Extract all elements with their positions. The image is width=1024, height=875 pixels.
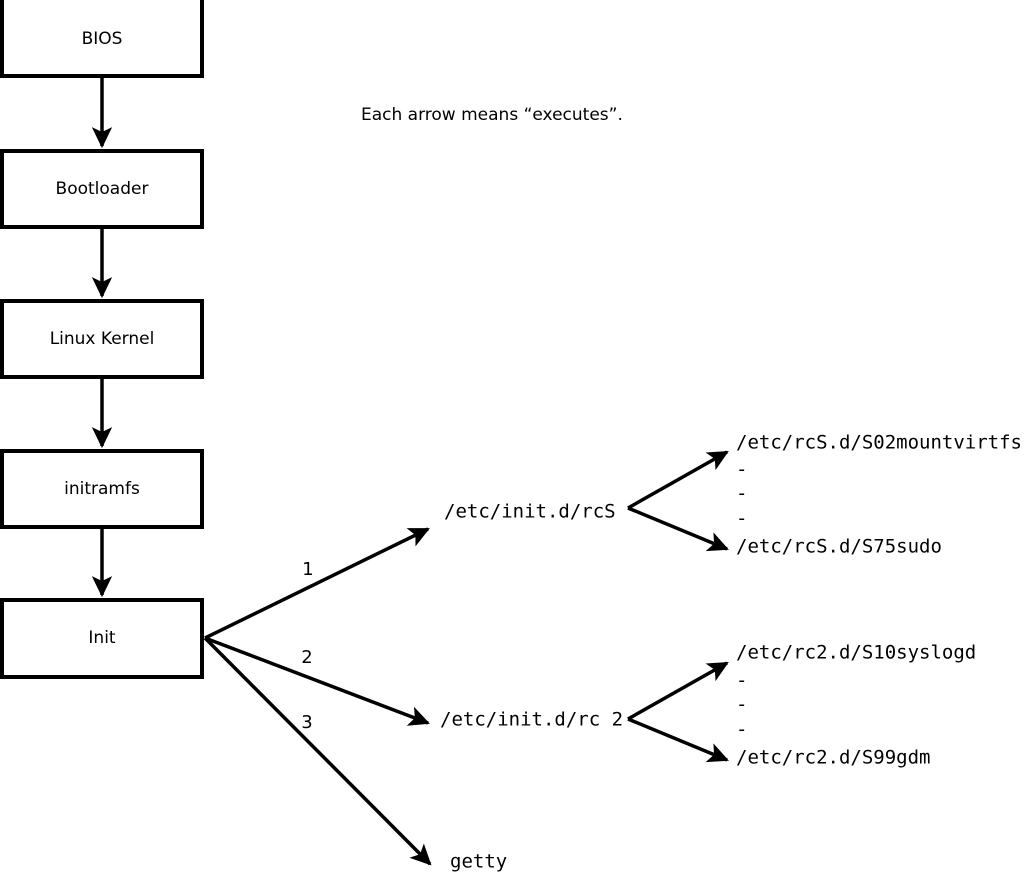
label-etc-init-d-rc2: /etc/init.d/rc 2 [440, 709, 623, 731]
branch-number-1: 1 [302, 559, 313, 580]
label-rc2-ellipsis-3: - [736, 719, 747, 741]
box-init[interactable]: Init [0, 598, 204, 679]
label-rc2-script-first: /etc/rc2.d/S10syslogd [736, 642, 976, 664]
diagram-caption: Each arrow means “executes”. [361, 105, 623, 125]
box-initramfs-label: initramfs [64, 479, 140, 499]
label-getty: getty [450, 851, 507, 873]
box-linux-kernel-rect [0, 299, 204, 379]
label-rcs-ellipsis-1: - [736, 459, 747, 481]
arrow-init-to-rc2 [204, 636, 430, 726]
box-bootloader[interactable]: Bootloader [0, 149, 204, 229]
box-initramfs[interactable]: initramfs [0, 449, 204, 529]
arrow-init-to-rcs [204, 527, 430, 640]
box-bootloader-label: Bootloader [56, 179, 149, 199]
box-bios-rect [0, 0, 204, 78]
box-init-label: Init [88, 628, 116, 648]
label-rcs-script-last: /etc/rcS.d/S75sudo [736, 536, 942, 558]
box-bootloader-rect [0, 149, 204, 229]
label-rc2-ellipsis-2: - [736, 694, 747, 716]
label-etc-init-d-rcs: /etc/init.d/rcS [444, 501, 616, 523]
box-init-rect [0, 598, 204, 679]
branch-number-2: 2 [301, 647, 312, 668]
box-bios-label: BIOS [82, 29, 123, 49]
box-linux-kernel[interactable]: Linux Kernel [0, 299, 204, 379]
label-rcs-ellipsis-3: - [736, 508, 747, 530]
arrow-rc2-to-last-script [627, 717, 729, 763]
arrow-rcs-to-first-script [627, 450, 729, 510]
box-linux-kernel-label: Linux Kernel [50, 329, 155, 349]
arrow-rcs-to-last-script [627, 506, 729, 552]
box-initramfs-rect [0, 449, 204, 529]
label-rc2-script-last: /etc/rc2.d/S99gdm [736, 747, 930, 769]
arrow-init-to-getty [203, 636, 432, 866]
branch-number-3: 3 [301, 712, 312, 733]
box-bios[interactable]: BIOS [0, 0, 204, 78]
label-rc2-ellipsis-1: - [736, 670, 747, 692]
label-rcs-script-first: /etc/rcS.d/S02mountvirtfs [736, 432, 1022, 454]
label-rcs-ellipsis-2: - [736, 483, 747, 505]
arrow-rc2-to-first-script [627, 661, 729, 721]
